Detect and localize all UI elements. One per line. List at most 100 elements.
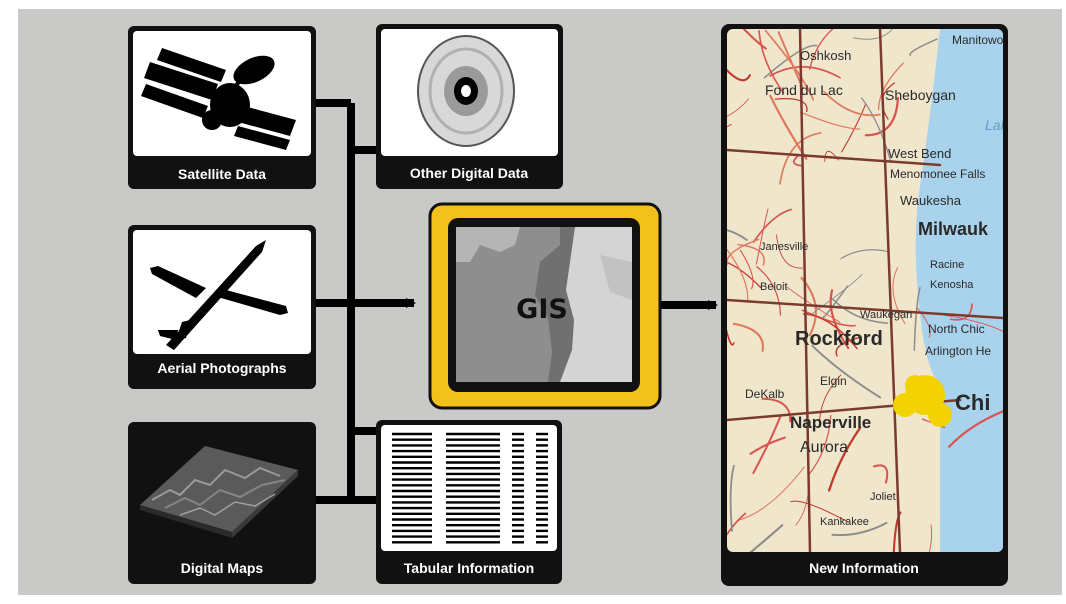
map-road	[852, 29, 894, 40]
map-road	[769, 66, 841, 79]
gis-box: GIS	[428, 202, 662, 410]
map-place-label: Manitowoc	[952, 33, 1009, 47]
map-road	[914, 524, 932, 552]
map-place-label: Menomonee Falls	[890, 167, 985, 181]
map-road	[729, 464, 735, 532]
map-road	[835, 337, 860, 357]
disc-icon	[417, 35, 515, 147]
map-road	[727, 230, 749, 302]
map-road	[841, 103, 867, 153]
map-place-label: Kankakee	[820, 516, 869, 528]
map-highway	[727, 298, 1003, 320]
map-road	[727, 238, 760, 266]
map-place-label: Arlington He	[925, 344, 991, 358]
map-road	[749, 436, 786, 455]
map-road	[832, 298, 889, 324]
map-road	[727, 255, 762, 289]
map-road	[744, 524, 784, 552]
map-road	[818, 374, 842, 427]
map-road	[758, 29, 785, 94]
digital-maps-label: Digital Maps	[181, 560, 264, 576]
map-road	[803, 313, 858, 350]
map-place-label: West Bend	[888, 146, 951, 161]
map-place-label: North Chic	[928, 322, 985, 336]
map-highway	[727, 148, 942, 167]
map-road	[727, 325, 735, 346]
map-road	[864, 96, 899, 137]
tabular-information-box: Tabular Information	[376, 420, 562, 584]
map-place-label: DeKalb	[745, 387, 785, 401]
other-digital-data-label: Other Digital Data	[410, 165, 528, 181]
map-road	[727, 227, 748, 241]
michigan-map-graphic	[456, 227, 632, 382]
digital-maps-box: Digital Maps	[128, 422, 316, 584]
map-place-label: Rockford	[795, 328, 883, 350]
map-place-label: Oshkosh	[800, 48, 851, 63]
map-highway	[878, 29, 902, 552]
map-road	[752, 414, 782, 475]
map-road	[892, 267, 906, 325]
map-road	[822, 285, 849, 318]
map-place-label: Aurora	[800, 439, 848, 456]
map-road	[727, 64, 751, 82]
map-road	[916, 306, 931, 338]
map-road	[737, 466, 805, 521]
map-highway	[798, 29, 812, 552]
map-road	[764, 29, 815, 101]
map-road	[949, 303, 973, 321]
map-road	[809, 29, 864, 71]
satellite-data-box: Satellite Data	[128, 26, 316, 189]
city-markers	[893, 375, 952, 427]
map-place-label: Lake	[985, 117, 1016, 133]
map-place-label: Waukegan	[860, 309, 912, 321]
map-road	[872, 464, 889, 484]
map-place-label: Milwauk	[918, 219, 989, 239]
map-place-label: Kenosha	[930, 279, 974, 291]
map-road	[800, 111, 861, 130]
map-road	[840, 249, 890, 260]
map-road	[776, 234, 803, 269]
airplane-icon	[150, 240, 288, 350]
map-road	[790, 500, 849, 523]
map-road	[831, 521, 888, 537]
aerial-photographs-label: Aerial Photographs	[157, 360, 286, 376]
map-road	[756, 265, 782, 316]
map-place-label: Chi	[955, 390, 990, 415]
map-place-label: Naperville	[790, 413, 871, 432]
map-road	[823, 91, 881, 117]
map-road	[860, 97, 892, 164]
terrain-icon	[140, 446, 298, 538]
map-place-label: Beloit	[760, 281, 788, 293]
map-place-label: Joliet	[870, 491, 896, 503]
map-place-label: Racine	[930, 259, 964, 271]
tabular-information-label: Tabular Information	[404, 560, 534, 576]
map-road	[727, 512, 747, 552]
map-road	[827, 426, 862, 492]
other-digital-data-box: Other Digital Data	[376, 24, 563, 189]
map-road	[727, 98, 750, 134]
gis-label: GIS	[516, 294, 568, 325]
map-road	[877, 62, 904, 111]
map-road	[811, 344, 882, 399]
map-road	[807, 414, 832, 477]
aerial-photographs-box: Aerial Photographs	[128, 225, 316, 389]
map-road	[763, 44, 818, 79]
map-road	[779, 132, 822, 185]
map-road	[792, 155, 803, 167]
map-road	[752, 208, 793, 243]
table-icon	[392, 432, 548, 544]
map-place-label: Elgin	[820, 374, 847, 388]
map-place-label: Fond du Lac	[765, 82, 843, 98]
map-place-label: Sheboygan	[885, 87, 956, 103]
new-information-label: New Information	[809, 560, 919, 576]
map-road	[761, 397, 792, 423]
map-place-label: Waukesha	[900, 193, 962, 208]
map-road	[732, 322, 764, 352]
satellite-icon	[141, 48, 296, 150]
map-road	[809, 273, 863, 316]
map-road	[739, 249, 754, 290]
map-road	[909, 38, 938, 56]
